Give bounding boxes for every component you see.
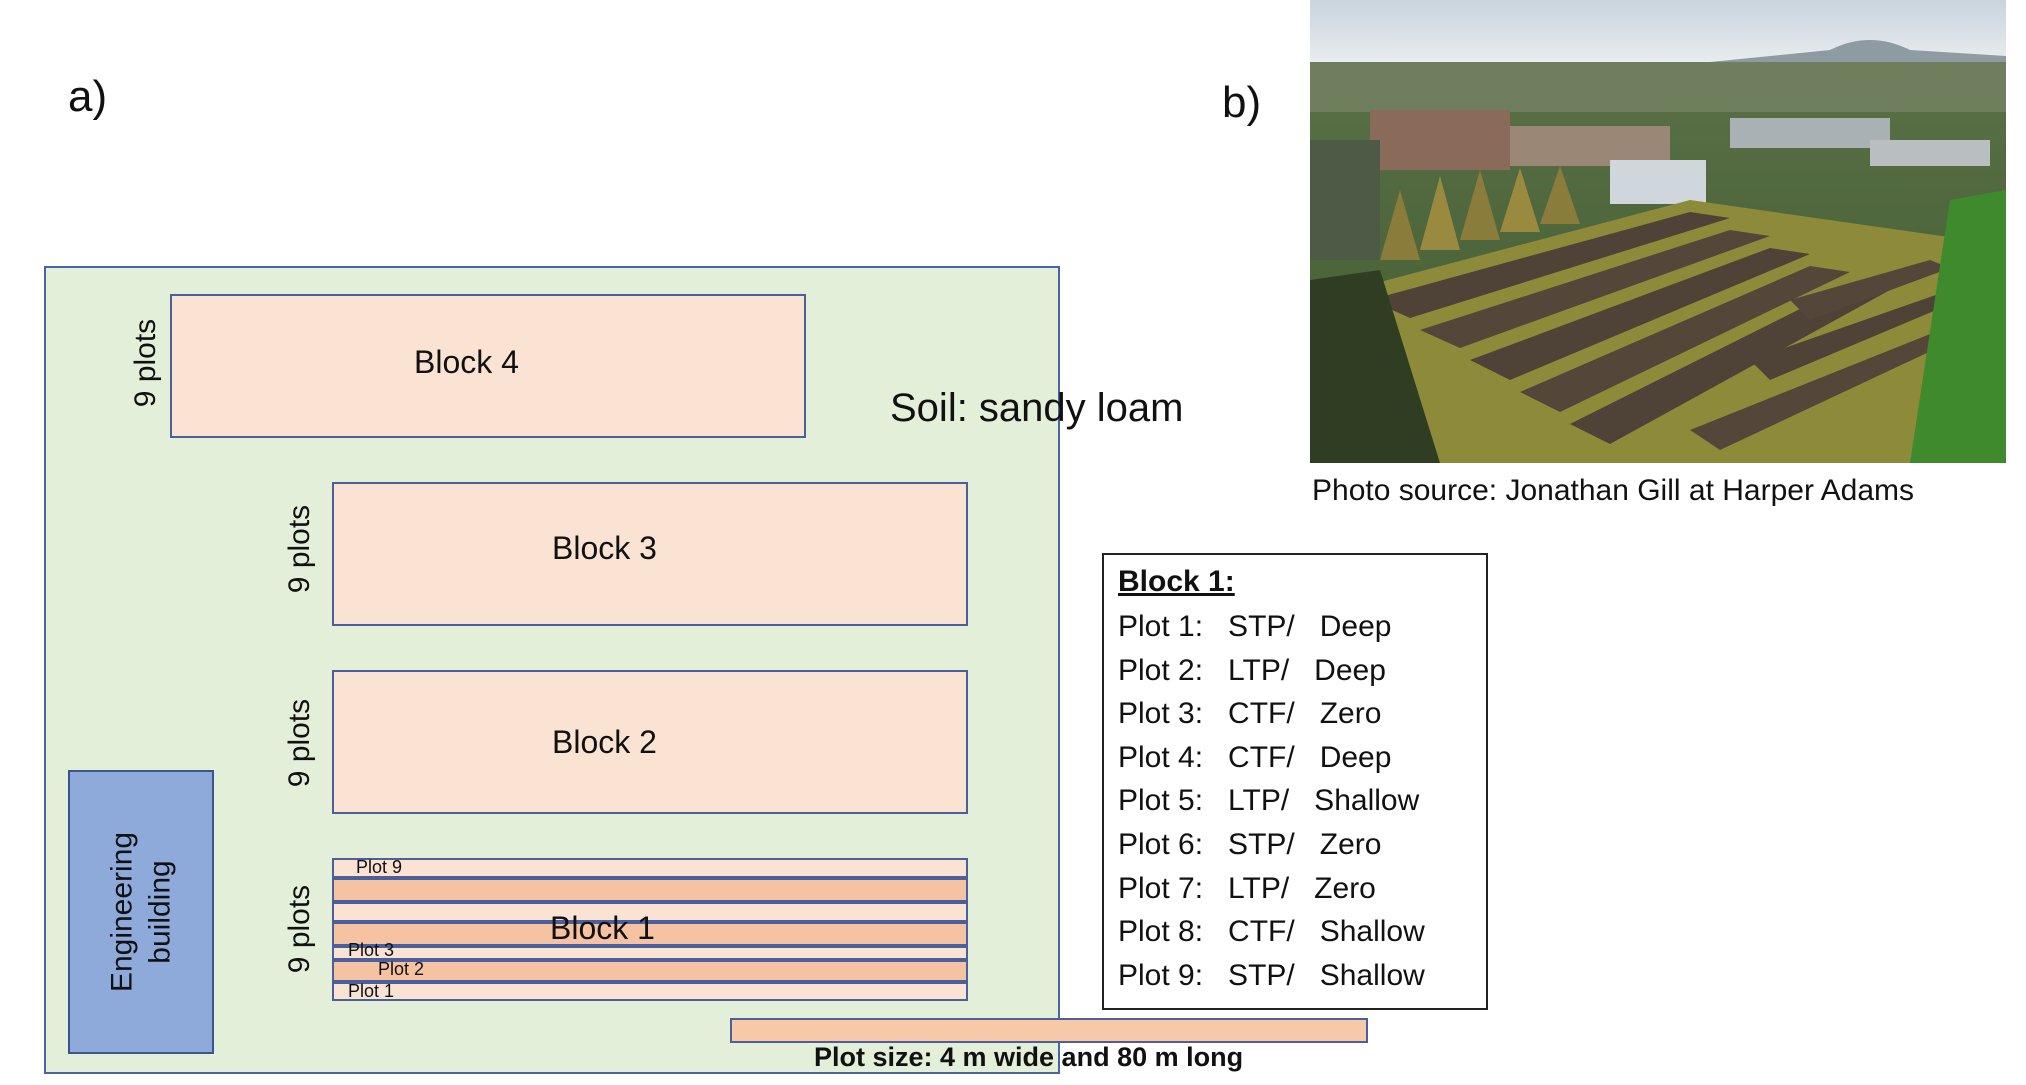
legend-row: Plot 3: CTF/ Zero — [1118, 697, 1382, 731]
block-1-plot-9-label: Plot 9 — [356, 857, 403, 877]
legend-title: Block 1: — [1118, 565, 1235, 598]
block-1-plot-2-label: Plot 2 — [378, 959, 425, 979]
block-1-plot-strip — [332, 878, 968, 902]
block-2-label: Block 2 — [552, 724, 657, 760]
plot-size-label: Plot size: 4 m wide and 80 m long — [814, 1042, 1244, 1072]
engineering-building-label: Engineering building — [104, 832, 179, 992]
panel-b-label: b) — [1222, 78, 1262, 127]
block-1-plot-strip — [332, 902, 968, 922]
block-1-legend: Block 1: Plot 1: STP/ Deep Plot 2: LTP/ … — [1102, 553, 1488, 1010]
block-1-plot-3-label: Plot 3 — [348, 940, 395, 960]
aerial-photo — [1310, 0, 2006, 463]
plot-size-bar — [730, 1018, 1368, 1043]
engineering-label-line-1: Engineering — [105, 831, 139, 993]
block-1-plot-1-label: Plot 1 — [348, 981, 395, 1001]
panel-a-label: a) — [68, 72, 108, 121]
block-3-label: Block 3 — [552, 530, 657, 566]
block-3-plots-label: 9 plots — [283, 504, 316, 594]
legend-row: Plot 5: LTP/ Shallow — [1118, 784, 1420, 818]
block-4-label: Block 4 — [414, 344, 519, 380]
legend-row: Plot 4: CTF/ Deep — [1118, 740, 1392, 774]
block-1-plot-strip — [332, 946, 968, 960]
block-1-plot-strip — [332, 858, 968, 878]
block-1-plot-strip — [332, 922, 968, 946]
block-2: Block 2 — [332, 670, 968, 814]
photo-caption: Photo source: Jonathan Gill at Harper Ad… — [1312, 474, 1914, 507]
legend-row: Plot 1: STP/ Deep — [1118, 610, 1392, 643]
engineering-building: Engineering building — [68, 770, 214, 1054]
block-1-plot-strip — [332, 982, 968, 1001]
legend-row: Plot 8: CTF/ Shallow — [1118, 915, 1425, 949]
block-2-plots-label: 9 plots — [283, 698, 316, 788]
block-1-label: Block 1 — [550, 910, 655, 946]
block-1-plots-label: 9 plots — [283, 884, 316, 974]
block-1: Block 1 Plot 9 Plot 3 Plot 2 Plot 1 — [332, 857, 968, 1001]
legend-row: Plot 7: LTP/ Zero — [1118, 871, 1376, 905]
soil-label: Soil: sandy loam — [890, 386, 1184, 430]
block-4: Block 4 — [170, 294, 806, 438]
engineering-label-line-2: building — [143, 860, 176, 964]
block-1-plot-strip — [332, 960, 968, 982]
legend-row: Plot 2: LTP/ Deep — [1118, 653, 1386, 687]
block-3: Block 3 — [332, 482, 968, 626]
block-4-plots-label: 9 plots — [129, 318, 162, 408]
legend-row: Plot 9: STP/ Shallow — [1118, 958, 1425, 992]
legend-row: Plot 6: STP/ Zero — [1118, 827, 1382, 861]
